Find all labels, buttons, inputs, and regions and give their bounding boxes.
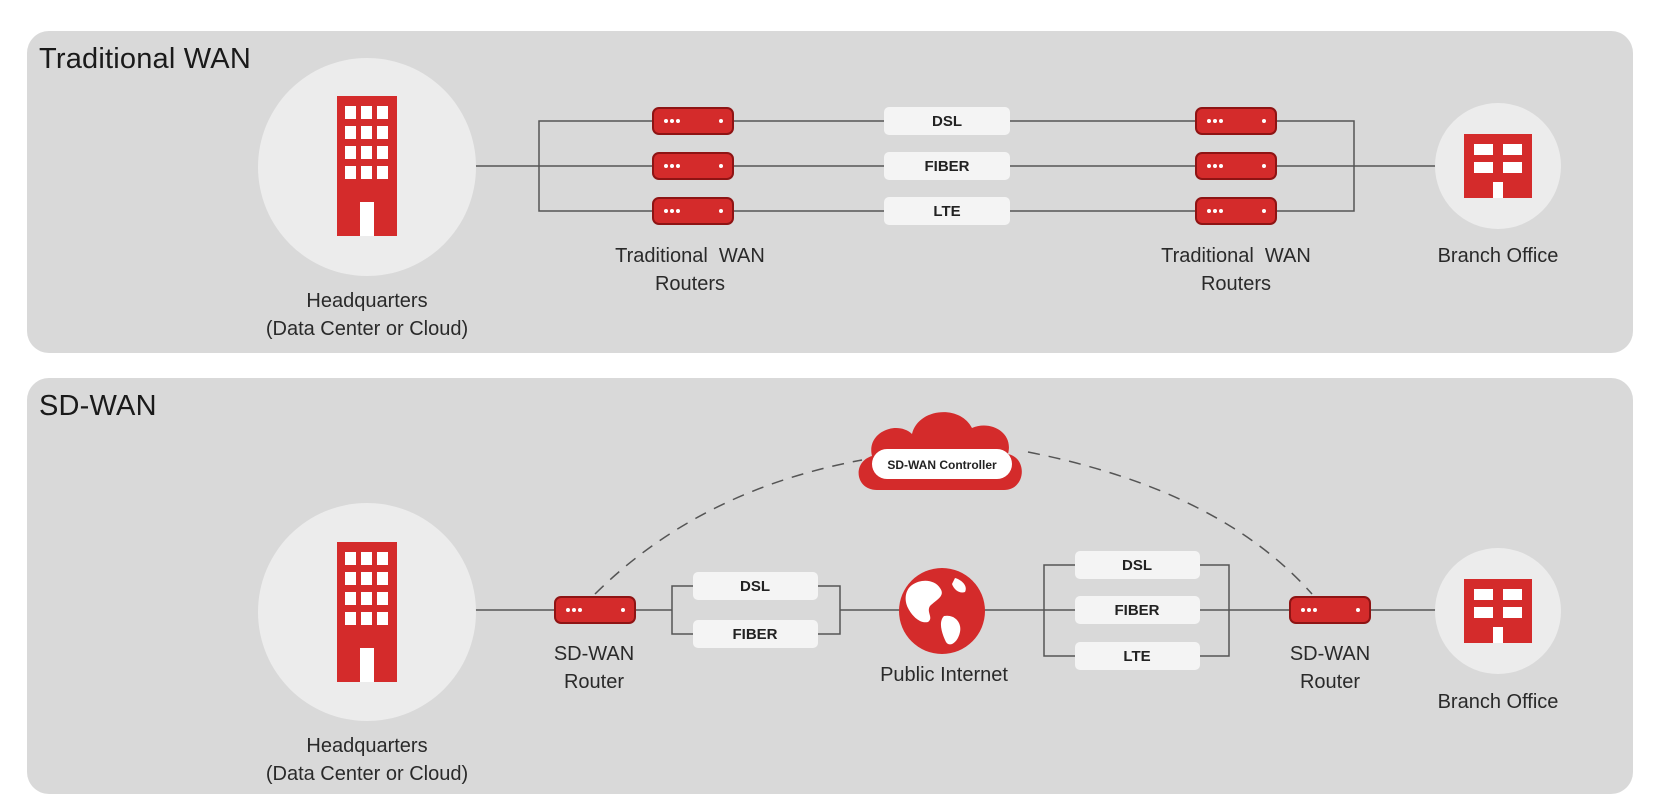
router-icon xyxy=(1195,197,1277,225)
link-pill-fiber: FIBER xyxy=(693,620,818,648)
hq-icon xyxy=(258,503,476,721)
link-pill-lte: LTE xyxy=(1075,642,1200,670)
router-right-label: SD-WAN xyxy=(1290,643,1370,665)
router-left-label: SD-WAN xyxy=(554,643,634,665)
svg-text:LTE: LTE xyxy=(1123,648,1150,665)
router-right-sublabel: Router xyxy=(1300,671,1360,693)
hq-label: Headquarters xyxy=(306,735,427,757)
link-pill-dsl: DSL xyxy=(884,107,1010,135)
svg-text:DSL: DSL xyxy=(1122,557,1152,574)
panel-title: SD-WAN xyxy=(39,390,157,422)
cloud-icon: SD-WAN Controller xyxy=(858,412,1022,490)
controller-label: SD-WAN Controller xyxy=(887,458,997,472)
routers-right-sublabel: Routers xyxy=(1201,273,1271,295)
branch-icon xyxy=(1435,548,1561,674)
hq-icon xyxy=(258,58,476,276)
svg-text:DSL: DSL xyxy=(932,113,962,130)
link-pill-fiber: FIBER xyxy=(1075,596,1200,624)
svg-text:DSL: DSL xyxy=(740,578,770,595)
router-left-sublabel: Router xyxy=(564,671,624,693)
svg-text:FIBER: FIBER xyxy=(733,626,778,643)
sdwan-links xyxy=(452,564,1440,657)
panel-title: Traditional WAN xyxy=(39,43,251,75)
link-pill-fiber: FIBER xyxy=(884,152,1010,180)
routers-right-label: Traditional WAN xyxy=(1161,245,1311,267)
branch-label: Branch Office xyxy=(1438,245,1559,267)
router-icon xyxy=(652,107,734,135)
branch-label: Branch Office xyxy=(1438,691,1559,713)
internet-label: Public Internet xyxy=(880,664,1008,686)
router-icon xyxy=(1289,596,1371,624)
hq-sublabel: (Data Center or Cloud) xyxy=(266,763,468,785)
link-pill-dsl: DSL xyxy=(1075,551,1200,579)
controller-dashed-links xyxy=(594,451,1313,595)
link-pill-lte: LTE xyxy=(884,197,1010,225)
router-icon xyxy=(554,596,636,624)
router-icon xyxy=(652,152,734,180)
link-pill-dsl: DSL xyxy=(693,572,818,600)
routers-left-label: Traditional WAN xyxy=(615,245,765,267)
router-icon xyxy=(652,197,734,225)
svg-text:LTE: LTE xyxy=(933,203,960,220)
svg-text:FIBER: FIBER xyxy=(925,158,970,175)
branch-icon xyxy=(1435,103,1561,229)
router-icon xyxy=(1195,152,1277,180)
hq-sublabel: (Data Center or Cloud) xyxy=(266,318,468,340)
routers-left-sublabel: Routers xyxy=(655,273,725,295)
hq-label: Headquarters xyxy=(306,290,427,312)
globe-icon xyxy=(899,568,985,654)
svg-text:FIBER: FIBER xyxy=(1115,602,1160,619)
router-icon xyxy=(1195,107,1277,135)
